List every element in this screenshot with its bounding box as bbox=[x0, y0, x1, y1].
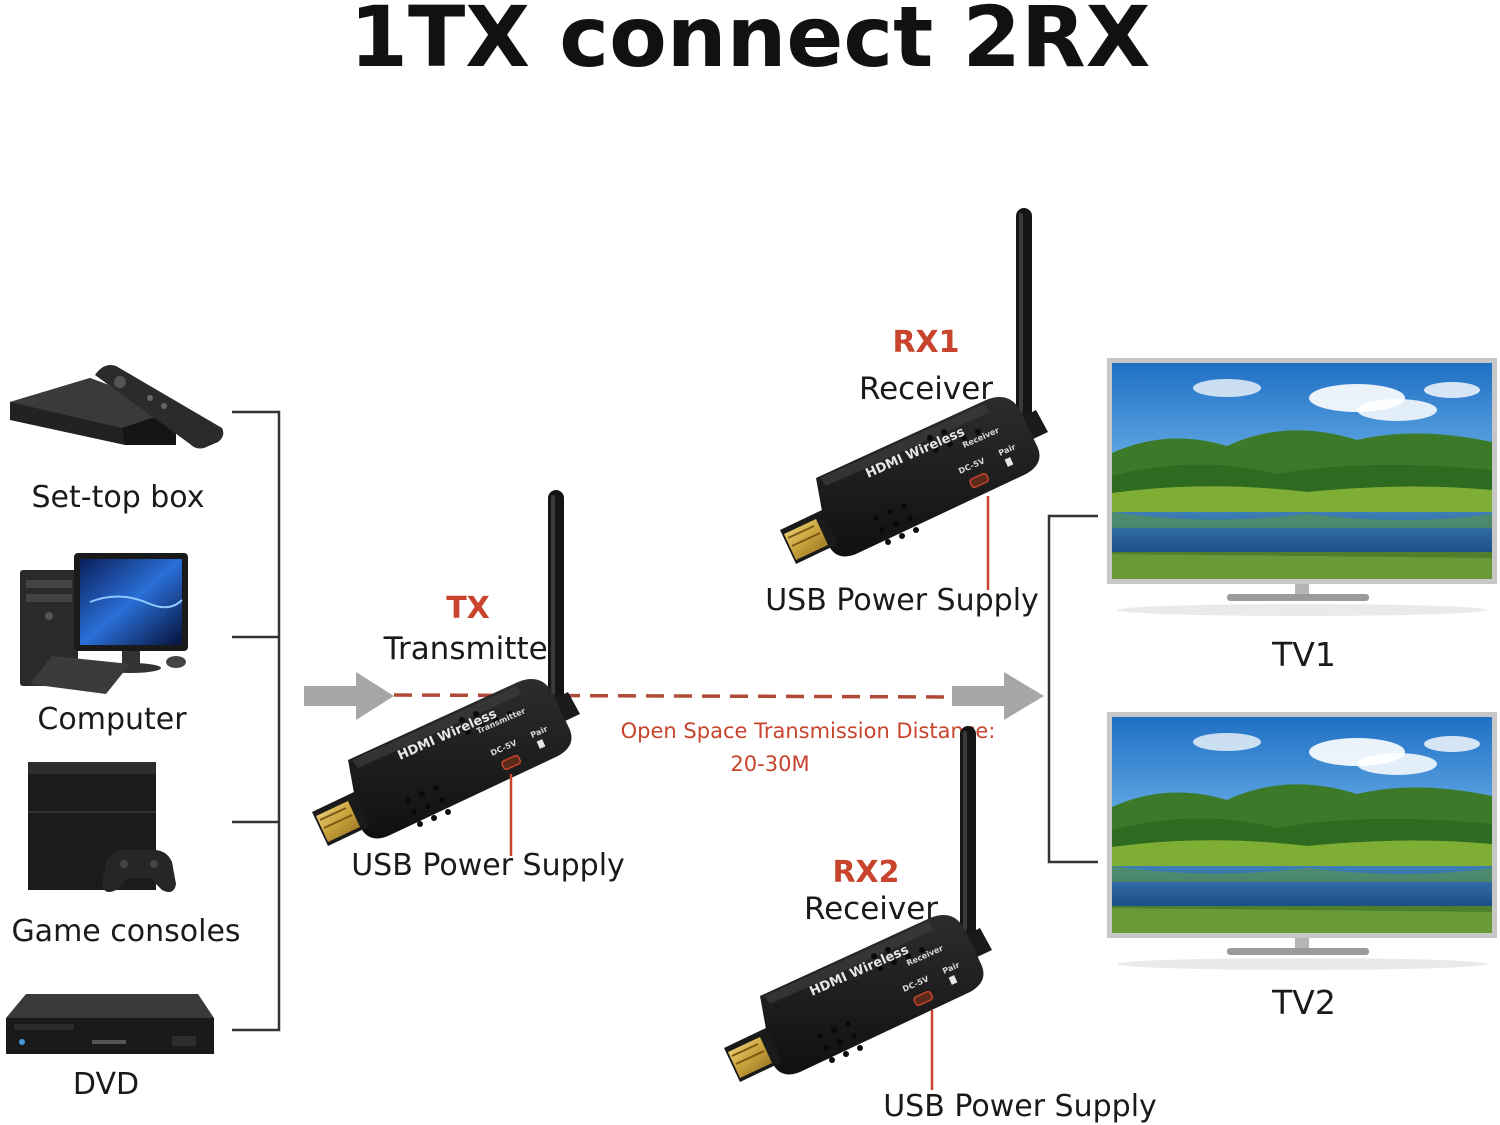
game-console-icon bbox=[28, 762, 176, 892]
tv2-icon bbox=[1107, 712, 1497, 970]
rx1-role: Receiver bbox=[859, 371, 993, 407]
source-label-set-top-box: Set-top box bbox=[31, 480, 204, 515]
source-label-computer: Computer bbox=[37, 702, 187, 737]
output-arrow bbox=[952, 672, 1044, 720]
tx-code: TX bbox=[446, 591, 490, 626]
tx-power-label: USB Power Supply bbox=[351, 848, 625, 883]
page-title: 1TX connect 2RX bbox=[350, 0, 1151, 86]
dvd-player-icon bbox=[6, 994, 214, 1054]
source-bracket bbox=[232, 410, 281, 1032]
set-top-box-icon bbox=[10, 365, 224, 449]
tx-role: Transmitter bbox=[383, 631, 561, 667]
input-arrow bbox=[304, 672, 394, 720]
transmission-line bbox=[393, 693, 959, 699]
distance-label: Open Space Transmission Distance: bbox=[621, 719, 996, 743]
computer-icon bbox=[20, 553, 188, 694]
rx1-code: RX1 bbox=[892, 325, 959, 360]
rx2-power-label: USB Power Supply bbox=[883, 1089, 1157, 1124]
transmitter-device: HDMI Wireless Transmitter DC-5V Pair bbox=[311, 489, 581, 847]
tv-bracket bbox=[1047, 514, 1098, 864]
source-label-dvd: DVD bbox=[73, 1067, 139, 1102]
distance-value: 20-30M bbox=[730, 752, 809, 776]
tv2-label: TV2 bbox=[1271, 983, 1336, 1022]
tv1-label: TV1 bbox=[1271, 635, 1336, 674]
rx2-code: RX2 bbox=[832, 855, 899, 890]
rx1-power-label: USB Power Supply bbox=[765, 583, 1039, 618]
source-label-game-consoles: Game consoles bbox=[11, 914, 240, 949]
tv1-icon bbox=[1107, 358, 1497, 616]
rx2-role: Receiver bbox=[804, 891, 938, 927]
